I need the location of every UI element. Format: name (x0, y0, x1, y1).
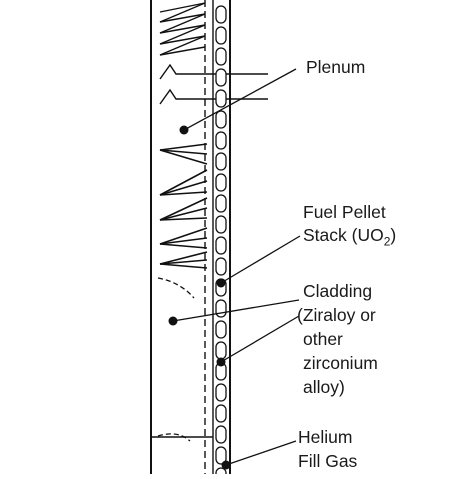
cladding-bump (215, 341, 227, 360)
zigzag-stroke (159, 2, 206, 23)
cladding-bump (215, 89, 227, 108)
cladding-bump (215, 194, 227, 213)
fan-stroke (159, 197, 208, 221)
fan-stroke (159, 207, 208, 221)
plenum-spring-bottom (159, 88, 268, 105)
cladding-label-line5: alloy) (303, 377, 345, 397)
fuel-pellet-leader (220, 235, 301, 284)
cladding-label-line2: (Ziraloy or (297, 305, 376, 325)
cladding-label-line3: other (303, 329, 343, 349)
cladding-bump (215, 215, 227, 234)
cladding-bumps (215, 5, 227, 479)
zigzag-stroke (159, 2, 206, 13)
plenum-dot (179, 125, 189, 135)
cladding-dot-left (168, 316, 178, 326)
fuel-pellet-label-suffix: ) (390, 225, 397, 245)
helium-label-line2: Fill Gas (298, 451, 358, 471)
zigzag-stroke (159, 35, 206, 45)
cladding-bump (215, 68, 227, 87)
plenum-leader (183, 68, 297, 131)
fuel-pellet-label-line2: Stack (UO2) (303, 224, 396, 253)
zigzag-stroke (159, 24, 206, 34)
cladding-bump (215, 47, 227, 66)
pellet-hatch-groups (159, 2, 208, 269)
fan-stroke (159, 191, 208, 196)
cladding-bump (215, 425, 227, 444)
cladding-bump (215, 110, 227, 129)
cladding-bump (215, 320, 227, 339)
fan-stroke (159, 180, 208, 196)
zigzag-stroke (159, 35, 206, 56)
fan-stroke (159, 243, 208, 249)
zigzag-stroke (159, 24, 206, 45)
fan-stroke (159, 149, 208, 155)
pellet-dashed-curve (157, 277, 195, 299)
cladding-leader-left (172, 299, 300, 322)
helium-leader (225, 440, 297, 466)
cladding-bump (215, 236, 227, 255)
cladding-label-line1: Cladding (303, 281, 373, 301)
helium-dot (221, 460, 231, 470)
zigzag-stroke (159, 46, 206, 56)
zigzag-stroke (159, 13, 206, 34)
fan-stroke (159, 227, 208, 245)
fan-stroke (159, 237, 208, 245)
fan-stroke (159, 169, 208, 196)
zigzag-stroke (159, 13, 206, 23)
helium-dashed-curve (157, 433, 191, 442)
fan-stroke (159, 217, 208, 221)
fan-stroke (159, 263, 208, 269)
cladding-label-line4: zirconium (303, 353, 378, 373)
cladding-bump (215, 131, 227, 150)
fuel-pellet-label-line1: Fuel Pellet (303, 202, 386, 222)
cladding-dot-right (216, 357, 226, 367)
fan-stroke (159, 259, 208, 265)
cladding-bump (215, 299, 227, 318)
cladding-bump (215, 383, 227, 402)
plenum-label: Plenum (306, 57, 366, 77)
helium-label-line1: Helium (298, 427, 353, 447)
cladding-bump (215, 257, 227, 276)
fuel-pellet-label-subscript: 2 (383, 234, 391, 249)
cladding-bump (215, 173, 227, 192)
fan-stroke (159, 143, 208, 151)
cladding-bump (215, 5, 227, 24)
fan-stroke (159, 149, 208, 165)
cladding-bump (215, 26, 227, 45)
cladding-bump (215, 404, 227, 423)
cladding-leader-right (220, 315, 300, 363)
fan-stroke (159, 251, 208, 265)
fuel-pellet-dot (216, 278, 226, 288)
plenum-spring-top (159, 63, 268, 80)
cladding-bump (215, 152, 227, 171)
fuel-pellet-label-prefix: Stack (UO (303, 225, 384, 245)
cladding-bump (215, 446, 227, 465)
